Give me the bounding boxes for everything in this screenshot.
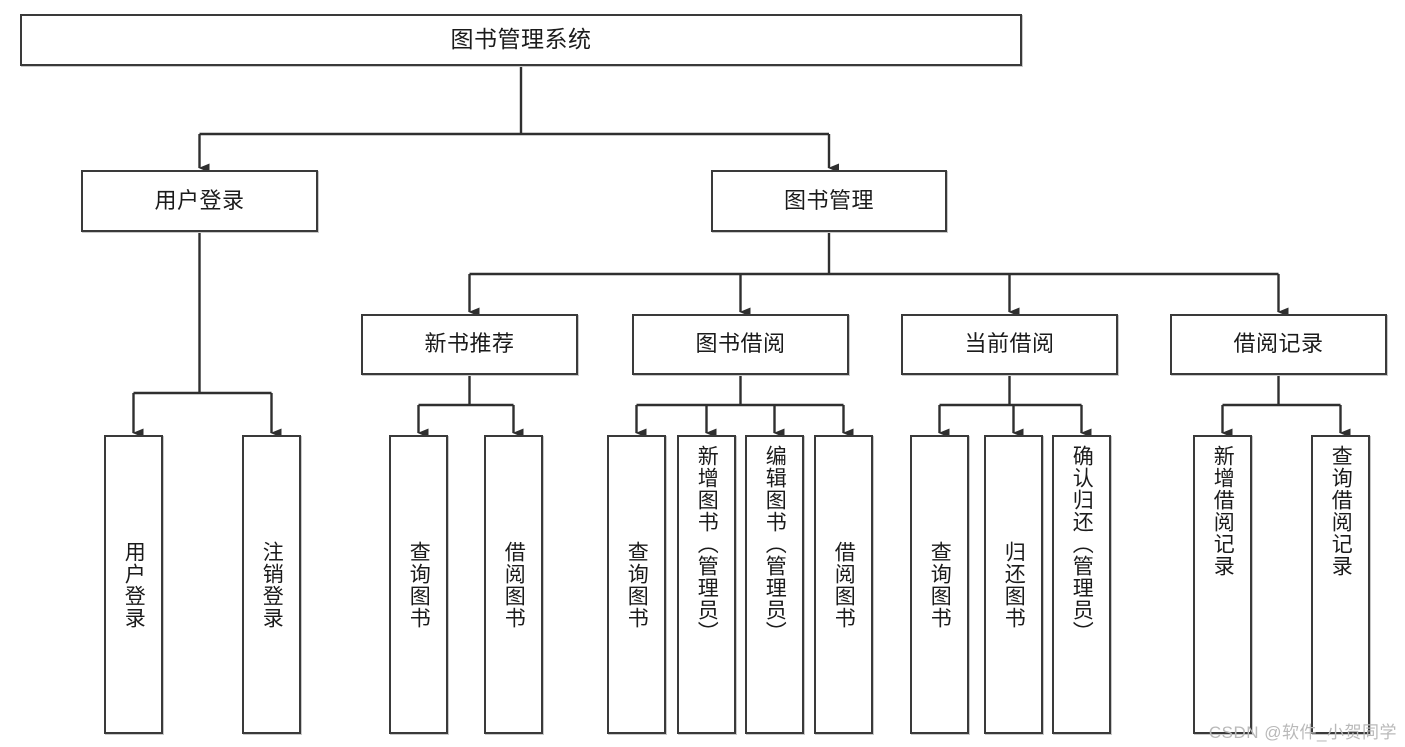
leaf-node-label: 查询图书 xyxy=(625,540,649,629)
leaf-node-4[interactable]: 查询图书 xyxy=(607,435,666,734)
leaf-node-3[interactable]: 借阅图书 xyxy=(484,435,543,734)
leaf-node-0[interactable]: 用户登录 xyxy=(104,435,163,734)
branch-node-label: 借阅记录 xyxy=(1233,331,1324,357)
leaf-node-label: 新增借阅记录 xyxy=(1211,445,1235,577)
branch-node-l3-0[interactable]: 新书推荐 xyxy=(361,314,578,375)
root-node-label: 图书管理系统 xyxy=(450,26,592,53)
leaf-node-8[interactable]: 查询图书 xyxy=(910,435,969,734)
branch-node-label: 图书借阅 xyxy=(695,331,786,357)
leaf-node-label: 借阅图书 xyxy=(832,540,856,629)
leaf-node-label: 确认归还（管理员） xyxy=(1070,445,1094,643)
branch-node-label: 当前借阅 xyxy=(964,331,1055,357)
leaf-node-6[interactable]: 编辑图书（管理员） xyxy=(745,435,804,734)
branch-node-l3-2[interactable]: 当前借阅 xyxy=(901,314,1118,375)
leaf-node-label: 查询借阅记录 xyxy=(1329,445,1353,577)
leaf-node-label: 编辑图书（管理员） xyxy=(763,445,787,643)
leaf-node-label: 查询图书 xyxy=(407,540,431,629)
leaf-node-label: 查询图书 xyxy=(928,540,952,629)
branch-node-l2-0[interactable]: 用户登录 xyxy=(81,170,318,232)
leaf-node-label: 归还图书 xyxy=(1002,540,1026,629)
leaf-node-2[interactable]: 查询图书 xyxy=(389,435,448,734)
leaf-node-label: 注销登录 xyxy=(260,540,284,629)
leaf-node-label: 新增图书（管理员） xyxy=(695,445,719,643)
leaf-node-5[interactable]: 新增图书（管理员） xyxy=(677,435,736,734)
leaf-node-12[interactable]: 查询借阅记录 xyxy=(1311,435,1370,734)
branch-node-l3-1[interactable]: 图书借阅 xyxy=(632,314,849,375)
leaf-node-11[interactable]: 新增借阅记录 xyxy=(1193,435,1252,734)
branch-node-label: 用户登录 xyxy=(154,187,245,213)
root-node-0[interactable]: 图书管理系统 xyxy=(20,14,1022,66)
leaf-node-9[interactable]: 归还图书 xyxy=(984,435,1043,734)
branch-node-label: 新书推荐 xyxy=(424,331,515,357)
branch-node-label: 图书管理 xyxy=(783,187,874,213)
leaf-node-label: 用户登录 xyxy=(122,540,146,629)
leaf-node-1[interactable]: 注销登录 xyxy=(242,435,301,734)
leaf-node-10[interactable]: 确认归还（管理员） xyxy=(1052,435,1111,734)
branch-node-l2-1[interactable]: 图书管理 xyxy=(711,170,947,232)
leaf-node-7[interactable]: 借阅图书 xyxy=(814,435,873,734)
leaf-node-label: 借阅图书 xyxy=(502,540,526,629)
branch-node-l3-3[interactable]: 借阅记录 xyxy=(1170,314,1387,375)
